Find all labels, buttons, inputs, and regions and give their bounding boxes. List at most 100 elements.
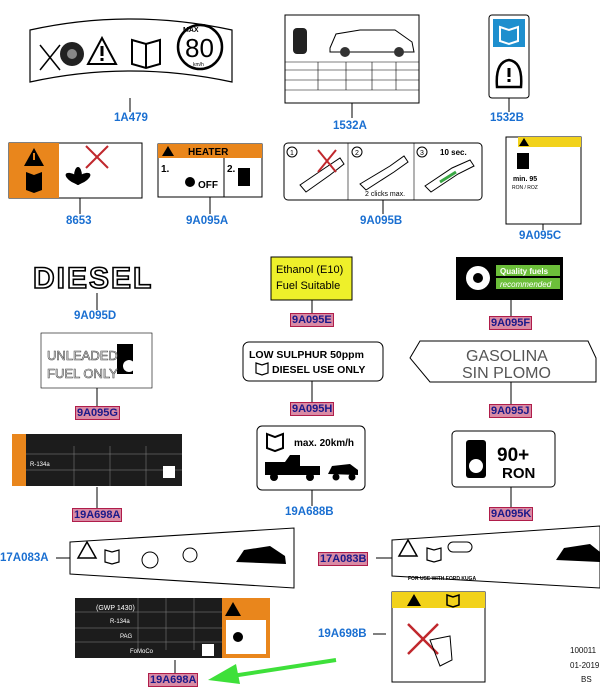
manual-book-icon: [266, 432, 284, 453]
wrench-icon: [182, 547, 198, 563]
tow-truck-icon: [265, 455, 320, 475]
warning-triangle-icon: [162, 146, 174, 156]
decal-1a479: [29, 18, 233, 83]
decal-speed-text: 80: [185, 33, 214, 63]
decal-8653: [8, 142, 143, 199]
warning-triangle-icon: [407, 594, 421, 606]
warning-triangle-icon: [397, 538, 419, 557]
decal-1532a: [284, 14, 420, 104]
label-1a479: 1A479: [114, 112, 148, 124]
gwp-text: (GWP 1430): [96, 605, 135, 612]
pag-text: PAG: [120, 634, 133, 640]
tire-icon: [293, 28, 307, 54]
car-icon: [236, 546, 286, 564]
decal-9a095e: [270, 256, 353, 301]
ref-date: 01-2019: [570, 661, 600, 670]
ethanol-line2: Fuel Suitable: [276, 280, 340, 292]
decal-19a698a: [75, 598, 270, 658]
decal-ac-black: [12, 434, 182, 486]
label-9a095k-highlighted: 9A095K: [489, 507, 534, 521]
manual-book-icon: [255, 362, 269, 376]
quality-line1: Quality fuels: [500, 267, 549, 276]
decal-9a095g: [40, 332, 153, 389]
sinplomo-text: SIN PLOMO: [462, 365, 551, 382]
speed-limit-sign-icon: [176, 23, 224, 71]
decal-9a095a: [157, 143, 263, 198]
decal-17a083a: [69, 527, 295, 589]
ac-black-refrigerant: R-134a: [30, 462, 50, 468]
green-pointer-arrow: [208, 658, 337, 684]
leader-lines: [56, 98, 544, 674]
decal-19a688b: [256, 425, 366, 491]
car-icon: [328, 464, 358, 475]
label-9a095g-highlighted: 9A095G: [75, 406, 120, 420]
tpms-icon: [495, 58, 523, 89]
label-9a095b: 9A095B: [360, 215, 403, 227]
decal-9a095f: [456, 257, 563, 300]
label-1532a: 1532A: [333, 120, 367, 132]
decal-9a095c: [505, 136, 582, 225]
manual-book-icon: [104, 549, 120, 565]
label-9a095c: 9A095C: [519, 230, 562, 242]
label-19a698a-highlighted: 19A698A: [148, 673, 199, 687]
fomoco-text: FoMoCo: [130, 649, 154, 655]
quality-line2: recommended: [500, 280, 552, 289]
heater-off-text: OFF: [198, 180, 218, 191]
seconds-text: 10 sec.: [440, 148, 467, 157]
hand-icon: [429, 635, 453, 667]
decal-kmh-text: km/h: [193, 62, 204, 68]
decal-9a095h: [242, 341, 384, 382]
fordkuga-text: FOR USE WITH FORD KUGA: [408, 576, 476, 582]
label-9a095a: 9A095A: [186, 215, 229, 227]
car-icon: [556, 544, 600, 562]
decal-9a095j: [409, 340, 597, 383]
ref-number: 100011: [570, 646, 597, 655]
decal-max-text: MAX: [183, 27, 199, 34]
no-tools-icon: [39, 44, 61, 71]
ron-text: RON: [502, 465, 535, 482]
label-9a095d: 9A095D: [74, 310, 117, 322]
manual-book-icon: [131, 38, 161, 70]
label-8653: 8653: [66, 215, 92, 227]
heater-step1: 1.: [161, 164, 170, 175]
unleaded-line2: FUEL ONLY: [47, 366, 118, 381]
ford-logo-icon: [447, 541, 473, 553]
warning-triangle-icon: [225, 602, 241, 616]
label-9a095f-highlighted: 9A095F: [489, 316, 533, 330]
fuel-pump-icon: [517, 153, 529, 169]
qr-code-icon: [202, 644, 214, 656]
clicks-text: 2 clicks max.: [365, 191, 405, 198]
ethanol-line1: Ethanol (E10): [276, 264, 343, 276]
min95-text: min. 95: [513, 176, 537, 183]
fuel-nozzle-icon: [359, 155, 409, 191]
manual-book-icon: [446, 593, 460, 608]
label-9a095j-highlighted: 9A095J: [489, 404, 532, 418]
decal-9a095d: [32, 261, 160, 292]
warning-triangle-icon: [519, 138, 529, 146]
max20-text: max. 20km/h: [294, 438, 354, 449]
no-hand-icon: [85, 145, 109, 169]
decal-9a095k: [451, 430, 556, 488]
refrigerant-text: R-134a: [110, 619, 130, 625]
decal-19a698b: [391, 591, 486, 683]
manual-book-icon: [26, 172, 42, 193]
label-1532b: 1532B: [490, 112, 524, 124]
decal-9a095b: [283, 142, 483, 201]
dieselonly-text: DIESEL USE ONLY: [272, 364, 365, 376]
nozzle-step2: 2: [355, 150, 359, 157]
label-19a698b: 19A698B: [318, 628, 367, 640]
ref-code: BS: [581, 675, 592, 684]
diesel-text: DIESEL: [33, 262, 153, 295]
fan-icon: [65, 167, 91, 185]
ronroz-text: RON / ROZ: [512, 185, 538, 191]
qr-code-icon: [163, 466, 175, 478]
nozzle-step1: 1: [290, 150, 294, 157]
unleaded-line1: UNLEADED: [47, 348, 118, 363]
fuel-nozzle-icon: [299, 157, 345, 193]
label-17a083a: 17A083A: [0, 552, 49, 564]
fan-icon: [233, 632, 243, 642]
label-9a095e-highlighted: 9A095E: [290, 313, 334, 327]
fuel-pump-icon: [238, 168, 250, 186]
manual-book-icon: [426, 547, 442, 563]
